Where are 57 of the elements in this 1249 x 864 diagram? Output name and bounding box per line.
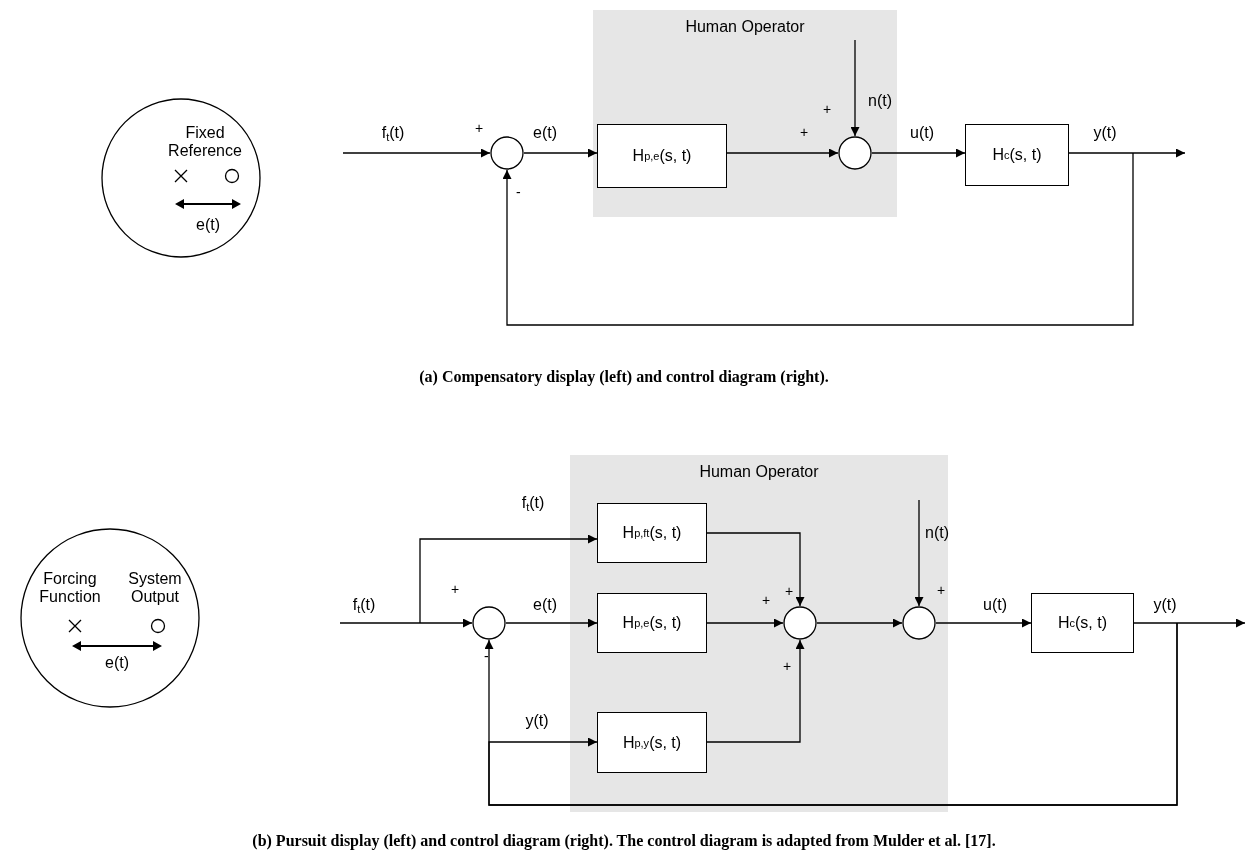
summing-junction	[838, 136, 872, 170]
display-label: e(t)	[195, 216, 221, 234]
arrow	[871, 148, 966, 158]
arrow	[1133, 618, 1246, 628]
sign-label: +	[451, 581, 460, 597]
display-label: e(t)	[104, 654, 130, 672]
sign-label: -	[484, 648, 489, 664]
edge-label: e(t)	[533, 596, 557, 614]
sign-label: +	[823, 101, 832, 117]
summing-junction	[472, 606, 506, 640]
edge-label: y(t)	[1153, 596, 1177, 614]
arrow	[342, 148, 491, 158]
summing-junction	[783, 606, 817, 640]
arrow	[502, 152, 1134, 326]
arrow	[523, 148, 598, 158]
arrow	[505, 618, 598, 628]
arrow	[339, 618, 473, 628]
arrow	[726, 148, 839, 158]
sign-label: +	[800, 124, 809, 140]
arrow	[935, 618, 1032, 628]
arrow	[850, 39, 860, 137]
edge-label: f$_{t}$(t)	[352, 596, 376, 614]
sign-label: +	[783, 658, 792, 674]
display-label: Forcing Function	[38, 570, 102, 606]
figure-caption: (b) Pursuit display (left) and control diagram (right). The control diagram is adapted from Mulder et al. [17].	[252, 832, 996, 850]
edge-label: f$_{t}$(t)	[381, 124, 405, 142]
edge-label: y(t)	[1093, 124, 1117, 142]
display-circle	[20, 528, 200, 708]
edge-label: u(t)	[983, 596, 1007, 614]
arrow	[914, 499, 924, 607]
sign-label: +	[937, 582, 946, 598]
arrow	[1068, 148, 1186, 158]
edge-label: u(t)	[910, 124, 934, 142]
display-label: System Output	[127, 570, 183, 606]
sign-label: -	[516, 184, 521, 200]
group-panel	[593, 10, 897, 217]
group-panel	[570, 455, 948, 812]
sign-label: +	[762, 592, 771, 608]
figure-caption: (a) Compensatory display (left) and control diagram (right).	[419, 368, 829, 386]
sign-label: +	[475, 120, 484, 136]
arrow	[706, 618, 784, 628]
edge-label: y(t)	[525, 712, 549, 730]
group-title: Human Operator	[684, 18, 806, 36]
group-title: Human Operator	[698, 463, 820, 481]
display-circle	[101, 98, 261, 258]
arrow	[706, 532, 805, 607]
edge-label: f$_{t}$(t)	[521, 494, 545, 512]
arrow	[706, 639, 805, 743]
edge-label: n(t)	[925, 524, 949, 542]
arrow	[816, 618, 903, 628]
summing-junction	[902, 606, 936, 640]
display-label: Fixed Reference	[167, 124, 243, 160]
summing-junction	[490, 136, 524, 170]
edge-label: n(t)	[868, 92, 892, 110]
edge-label: e(t)	[533, 124, 557, 142]
sign-label: +	[785, 583, 794, 599]
arrow	[419, 534, 598, 624]
